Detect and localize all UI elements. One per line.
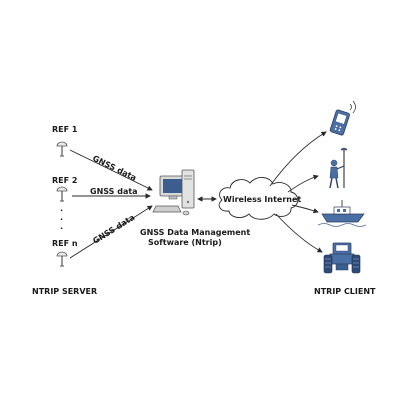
software-label-line1: GNSS Data Management (140, 228, 250, 237)
link-ref-1-arrow (69, 149, 153, 191)
ellipsis-dot-3: · (60, 224, 63, 233)
gnss-links: GNSS data GNSS data GNSS data (69, 149, 153, 259)
software-label-line2: Software (Ntrip) (148, 238, 222, 247)
link-ref-n-arrow (69, 205, 153, 259)
antenna-1-icon (56, 141, 68, 157)
computer-icon (152, 169, 195, 216)
surveyor-icon (329, 147, 348, 189)
cloud-icon (218, 177, 299, 220)
tractor-icon (323, 242, 361, 274)
antenna-n-icon (56, 251, 68, 267)
ntrip-client-title: NTRIP CLIENT (314, 287, 376, 296)
ref-2-label: REF 2 (52, 176, 77, 185)
link-surveyor-arrow (287, 174, 319, 193)
signal-wave-outer-icon (352, 100, 356, 114)
signal-wave-icon (349, 103, 352, 111)
server-group: REF 1 REF 2 · · · REF n NTRIP SERVER (32, 125, 97, 296)
gnss-data-label-3: GNSS data (91, 213, 136, 246)
link-tractor-arrow (275, 213, 323, 253)
ref-n-label: REF n (52, 239, 78, 248)
wireless-internet-label: Wireless Internet (223, 195, 301, 204)
link-phone-arrow (269, 131, 327, 187)
gnss-data-label-2: GNSS data (90, 187, 138, 196)
ellipsis-dot-1: · (60, 206, 63, 215)
ellipsis-dot-2: · (60, 215, 63, 224)
antenna-2-icon (56, 186, 68, 202)
phone-icon (329, 109, 350, 136)
ref-1-label: REF 1 (52, 125, 78, 134)
client-links (269, 131, 327, 253)
ntrip-server-title: NTRIP SERVER (32, 287, 97, 296)
boat-icon (317, 200, 367, 227)
gnss-data-label-1: GNSS data (91, 154, 138, 183)
link-boat-arrow (291, 204, 319, 214)
